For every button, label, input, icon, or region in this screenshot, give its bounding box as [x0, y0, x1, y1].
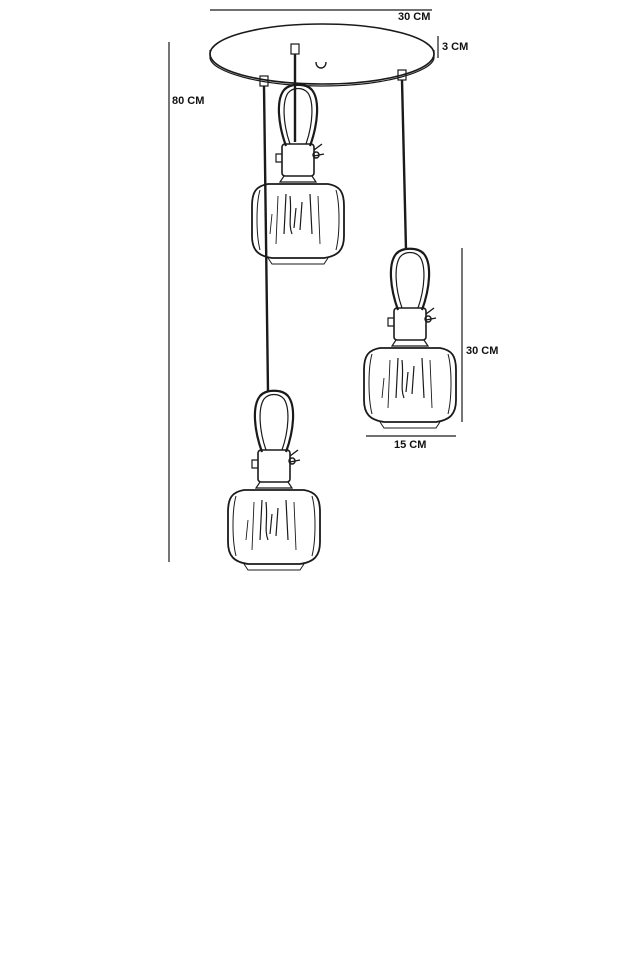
hook-icon [315, 61, 327, 69]
canopy [209, 23, 435, 87]
pendant-lower-left [226, 389, 322, 572]
shade-width-label: 15 CM [394, 439, 426, 451]
total-drop-label: 80 CM [172, 95, 204, 107]
canopy-height-label: 3 CM [442, 41, 468, 53]
pendant-right [362, 247, 458, 430]
cords [262, 54, 408, 393]
canopy-diameter-label: 30 CM [398, 11, 430, 23]
shade-height-label: 30 CM [466, 345, 498, 357]
